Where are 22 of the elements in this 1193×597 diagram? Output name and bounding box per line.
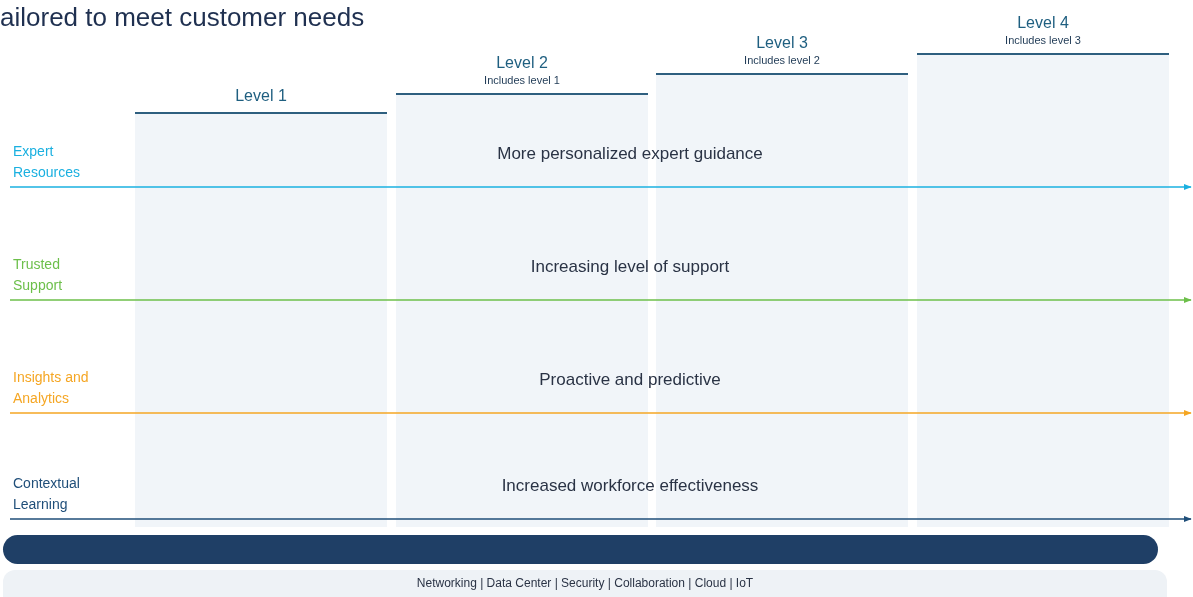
level-heading: Level 4 — [1016, 13, 1070, 33]
technology-bar: Networking | Data Center | Security | Collaboration | Cloud | IoT — [3, 570, 1167, 597]
arrow — [9, 515, 1192, 523]
arrow — [9, 296, 1192, 304]
platform-bar — [3, 535, 1158, 564]
level-subtitle: Includes level 2 — [743, 53, 821, 67]
edge-label: Increasing level of support — [530, 257, 730, 277]
row-label: Trusted Support — [10, 254, 108, 298]
arrow — [9, 183, 1192, 191]
level-subtitle: Includes level 1 — [483, 73, 561, 87]
level-subtitle: Includes level 3 — [1004, 33, 1082, 47]
title: ailored to meet customer needs — [0, 2, 365, 33]
edge-label: More personalized expert guidance — [497, 144, 763, 164]
row-label: Contextual Learning — [10, 473, 108, 517]
row-label: Expert Resources — [10, 141, 108, 185]
edge-label: Increased workforce effectiveness — [501, 476, 759, 496]
level-heading: Level 1 — [234, 86, 288, 106]
level-heading: Level 2 — [495, 53, 549, 73]
level-heading: Level 3 — [755, 33, 809, 53]
edge-label: Proactive and predictive — [539, 370, 721, 390]
row-label: Insights and Analytics — [10, 367, 108, 411]
arrow — [9, 409, 1192, 417]
